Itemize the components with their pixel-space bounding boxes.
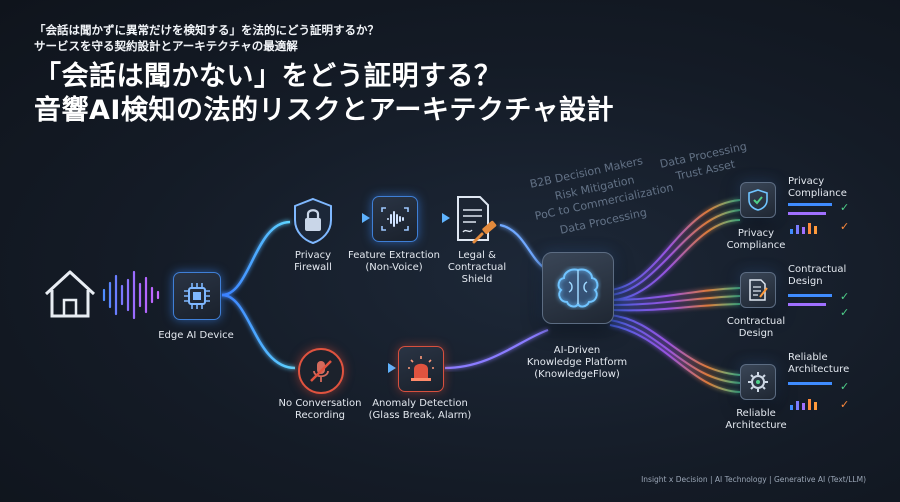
privacy-compliance-cube — [740, 182, 776, 218]
privacy-compliance-meters — [788, 203, 832, 221]
knowledge-platform-label: AI-Driven Knowledge Platform (KnowledgeF… — [514, 345, 640, 381]
reliable-architecture-cube-label: Reliable Architecture — [712, 408, 800, 432]
mini-bar-chart — [790, 222, 817, 234]
privacy-firewall-label-line: Firewall — [294, 262, 332, 273]
knowledge-platform-cube — [542, 252, 614, 324]
platform-label-line: (KnowledgeFlow) — [534, 369, 620, 380]
anomaly-detection-node — [398, 346, 444, 392]
anomaly-detection-label: Anomaly Detection (Glass Break, Alarm) — [364, 398, 476, 422]
output-cube-label-line: Design — [738, 328, 774, 339]
contractual-design-meters — [788, 294, 832, 312]
check-icon: ✓ — [840, 306, 850, 319]
meter-bar — [788, 212, 826, 215]
subtitle-line-1: 「会話は聞かずに異常だけを検知する」を法的にどう証明するか？ — [34, 23, 379, 37]
meter-bar — [788, 303, 826, 306]
output-card-title-line: Design — [788, 276, 823, 287]
edge-ai-device — [173, 272, 221, 320]
meter-bar — [788, 203, 832, 206]
feature-extraction-node — [372, 196, 418, 242]
no-microphone-icon — [310, 360, 332, 382]
output-card-title-line: Reliable — [788, 352, 828, 363]
output-card-title-line: Architecture — [788, 364, 850, 375]
subtitle-line-2: サービスを守る契約設計とアーキテクチャの最適解 — [34, 39, 298, 53]
document-gavel-icon — [457, 196, 497, 244]
no-conversation-recording-node — [298, 348, 344, 394]
page-title-line-2: 音響AI検知の法的リスクとアーキテクチャ設計 — [34, 95, 615, 126]
contractual-design-cube — [740, 272, 776, 308]
check-icon: ✓ — [840, 398, 850, 411]
page-title-line-1: 「会話は聞かない」をどう証明する？ — [34, 61, 502, 92]
reliable-architecture-card-title: Reliable Architecture — [788, 352, 849, 376]
no-recording-label-line: Recording — [294, 410, 345, 421]
gear-icon — [748, 372, 768, 392]
legal-shield-label: Legal & Contractual Shield — [440, 250, 514, 286]
privacy-compliance-cube-label: Privacy Compliance — [716, 228, 796, 252]
header: 「会話は聞かずに異常だけを検知する」を法的にどう証明するか？ サービスを守る契約… — [34, 22, 614, 128]
edge-ai-device-label: Edge AI Device — [158, 330, 234, 341]
legal-shield-label-line: Shield — [461, 274, 493, 285]
brain-icon — [557, 268, 599, 308]
output-card-title-line: Privacy — [788, 176, 825, 187]
document-pen-icon — [749, 279, 768, 301]
check-icon: ✓ — [840, 380, 850, 393]
lock-shield-icon — [294, 197, 332, 245]
house-icon — [44, 270, 96, 318]
no-conversation-recording-label: No Conversation Recording — [272, 398, 368, 422]
check-shield-icon — [748, 189, 768, 211]
anomaly-detection-label-line: (Glass Break, Alarm) — [368, 410, 472, 421]
output-cube-label-line: Reliable — [736, 408, 776, 419]
meter-bar — [788, 294, 832, 297]
mini-bar-chart — [790, 398, 817, 410]
privacy-firewall-label-line: Privacy — [294, 250, 332, 261]
meter-bar — [788, 382, 832, 385]
contractual-design-card-title: Contractual Design — [788, 264, 846, 288]
reliable-architecture-meters — [788, 382, 832, 391]
contractual-design-cube-label: Contractual Design — [716, 316, 796, 340]
output-card-title-line: Compliance — [788, 188, 847, 199]
output-cube-label-line: Compliance — [726, 240, 786, 251]
output-card-title-line: Contractual — [788, 264, 847, 275]
legal-shield-label-line: Legal & — [458, 250, 496, 261]
privacy-compliance-card-title: Privacy Compliance — [788, 176, 847, 200]
check-icon: ✓ — [840, 290, 850, 303]
output-cube-label-line: Architecture — [725, 420, 787, 431]
feature-extraction-label: Feature Extraction (Non-Voice) — [340, 250, 448, 274]
output-cube-label-line: Contractual — [726, 316, 786, 327]
check-icon: ✓ — [840, 201, 850, 214]
check-icon: ✓ — [840, 220, 850, 233]
reliable-architecture-cube — [740, 364, 776, 400]
voice-wave-icon — [381, 207, 409, 231]
legal-shield-label-line: Contractual — [447, 262, 507, 273]
waveform-icon — [102, 270, 160, 320]
footer-tagline: Insight x Decision | AI Technology | Gen… — [641, 475, 866, 484]
feature-extraction-label-line: (Non-Voice) — [365, 262, 423, 273]
feature-extraction-label-line: Feature Extraction — [347, 250, 441, 261]
alarm-light-icon — [408, 356, 434, 381]
platform-label-line: Knowledge Platform — [526, 357, 628, 368]
privacy-firewall-label: Privacy Firewall — [278, 250, 348, 274]
no-recording-label-line: No Conversation — [278, 398, 362, 409]
platform-label-line: AI-Driven — [553, 345, 601, 356]
chip-icon — [184, 283, 210, 309]
output-cube-label-line: Privacy — [737, 228, 775, 239]
anomaly-detection-label-line: Anomaly Detection — [372, 398, 468, 409]
